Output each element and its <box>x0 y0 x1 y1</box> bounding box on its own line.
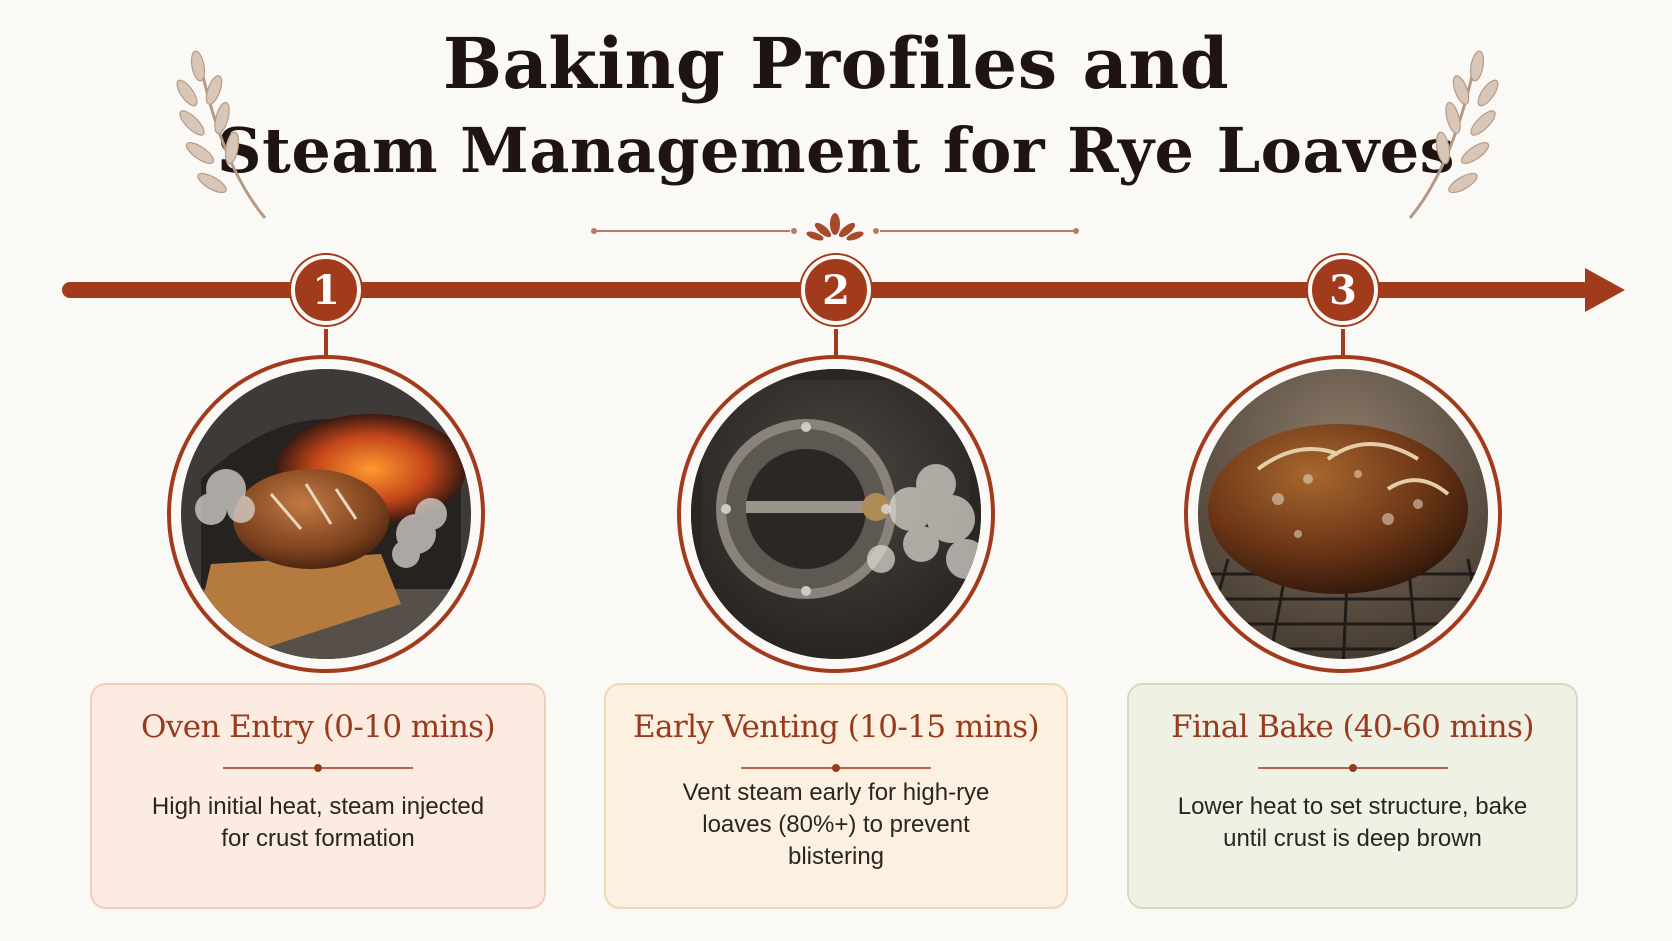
step-2-connector <box>834 329 838 357</box>
step-1-title: Oven Entry (0-10 mins) <box>140 709 496 745</box>
card-divider <box>741 764 931 772</box>
step-2-marker: 2 <box>801 255 871 325</box>
step-3-connector <box>1341 329 1345 357</box>
card-divider <box>1257 764 1448 772</box>
step-3-card: Final Bake (40-60 mins) Lower heat to se… <box>1127 683 1578 909</box>
step-3-marker: 3 <box>1308 255 1378 325</box>
photo-bread-in-oven <box>167 355 485 673</box>
photo-oven-vent <box>677 355 995 673</box>
step-1-card: Oven Entry (0-10 mins) High initial heat… <box>90 683 546 909</box>
step-3-title: Final Bake (40-60 mins) <box>1171 709 1534 745</box>
page-title-line-1: Baking Profiles and <box>442 22 1230 105</box>
card-divider <box>223 764 413 772</box>
wheat-sprig-icon <box>1408 50 1499 219</box>
page-title-line-2: Steam Management for Rye Loaves <box>216 114 1456 187</box>
step-2-description: Vent steam early for high-rye loaves (80… <box>682 779 990 870</box>
step-2-card: Early Venting (10-15 mins) Vent steam ea… <box>604 683 1068 909</box>
step-2-title: Early Venting (10-15 mins) <box>632 709 1040 745</box>
step-3-description: Lower heat to set structure, bake until … <box>1177 793 1528 852</box>
step-1-marker: 1 <box>291 255 361 325</box>
photo-rye-loaf-on-rack <box>1184 355 1502 673</box>
wheat-sprig-icon <box>176 50 267 219</box>
step-1-description: High initial heat, steam injected for cr… <box>151 793 485 852</box>
step-1-connector <box>324 329 328 357</box>
wheat-ornament-icon <box>591 213 1079 241</box>
